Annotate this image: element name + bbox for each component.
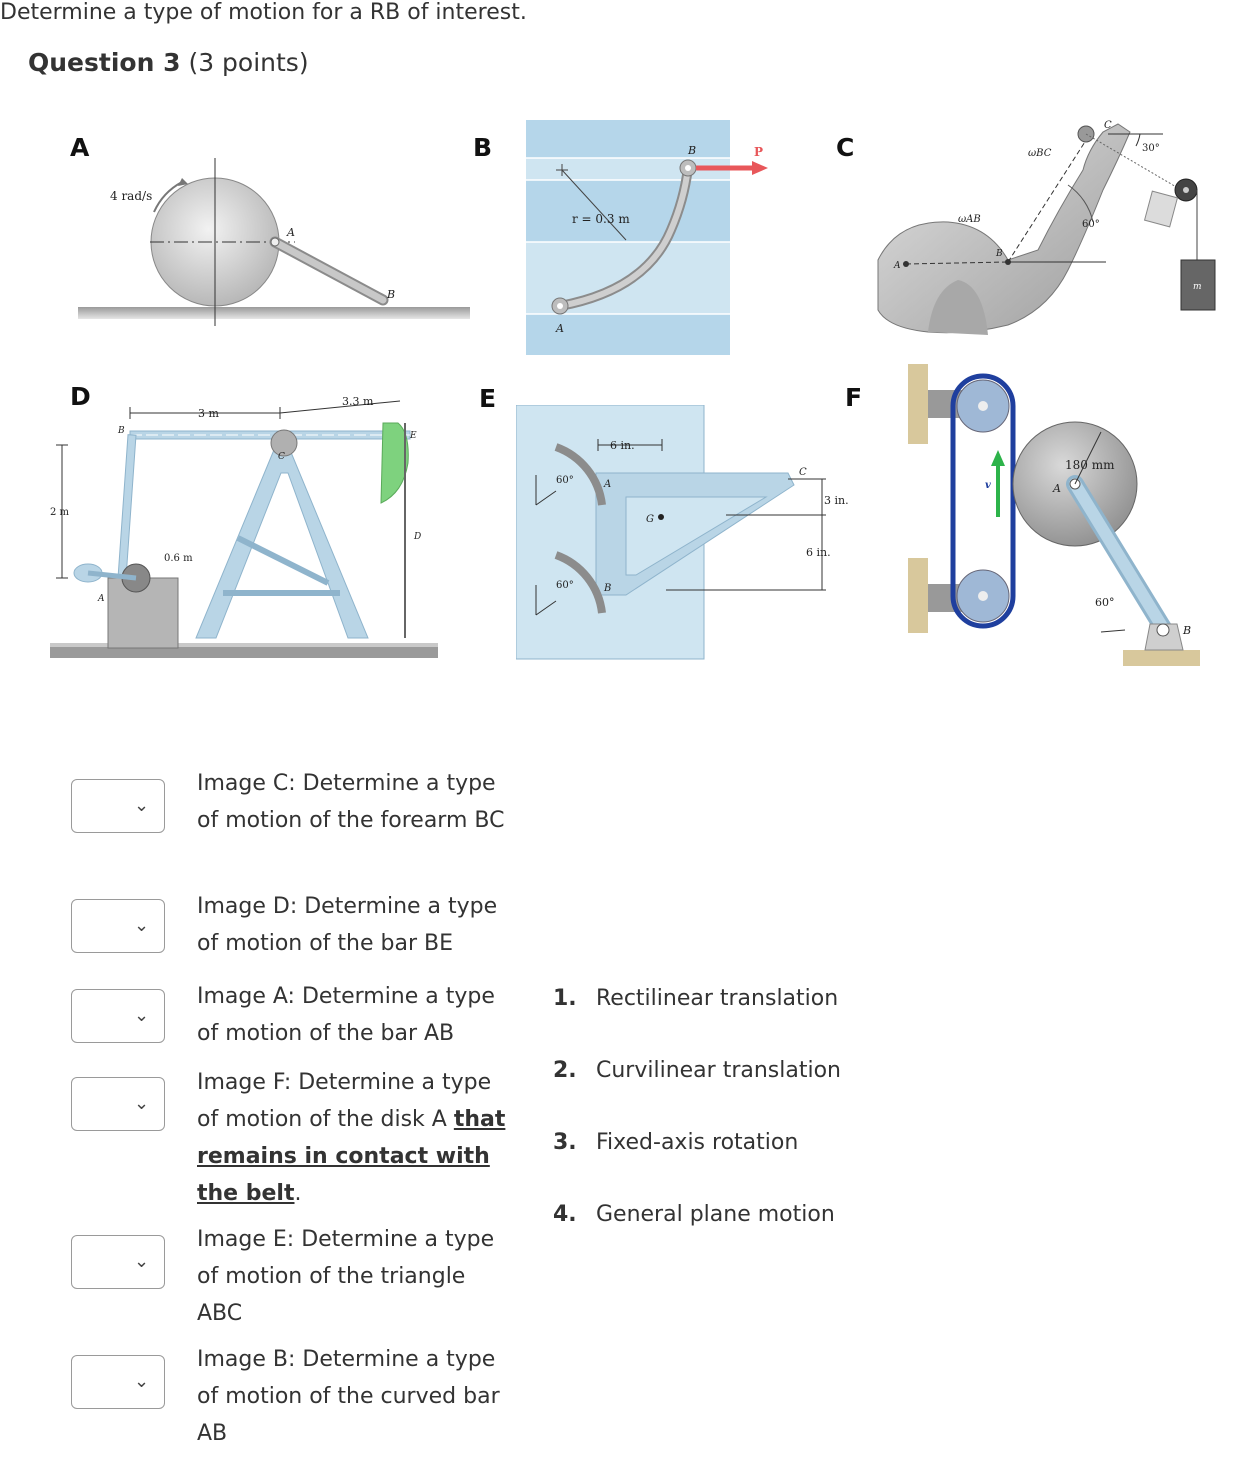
match-item-image-a: Image A: Determine a type of motion of t… (197, 984, 495, 1046)
panel-c-letter: C (836, 133, 855, 162)
angle-label: 60° (1095, 596, 1115, 609)
point-c-label: C (799, 467, 807, 478)
match-item-image-d: Image D: Determine a type of motion of t… (197, 894, 498, 956)
match-select-image-e[interactable]: ⌄ (71, 1235, 165, 1289)
wall-top (908, 364, 928, 444)
panel-a-letter: A (70, 133, 90, 162)
point-a-label: A (555, 322, 564, 335)
center-g (658, 514, 664, 520)
omega-bc-label: ωBC (1028, 148, 1052, 159)
panel-e-figure: 6 in. 3 in. 6 in. 60° 60° A B C G (516, 405, 849, 660)
bottom-slot (554, 551, 606, 614)
point-a-label: A (603, 479, 611, 490)
question-heading: Question 3 (3 points) (28, 48, 309, 77)
option-3: 3.Fixed-axis rotation (553, 1130, 799, 1155)
ground (50, 646, 438, 658)
mass-block (1180, 259, 1216, 311)
match-select-image-a[interactable]: ⌄ (71, 989, 165, 1043)
radius-label: 180 mm (1065, 458, 1115, 472)
point-d-label: D (413, 532, 421, 542)
point-g-label: G (646, 514, 654, 525)
point-b-label: B (603, 583, 611, 594)
chevron-down-icon: ⌄ (134, 1251, 150, 1272)
question-title: Question 3 (28, 48, 181, 77)
question-points: (3 points) (188, 48, 309, 77)
match-select-image-f[interactable]: ⌄ (71, 1077, 165, 1131)
chevron-down-icon: ⌄ (134, 1093, 150, 1114)
panel-d-letter: D (70, 382, 91, 411)
horse-head (380, 422, 409, 504)
mass-label: m (1193, 282, 1202, 292)
dim-6in-vertical-label: 6 in. (806, 546, 831, 559)
dim-2m-label: 2 m (50, 507, 70, 518)
radius-line (561, 169, 627, 241)
angle-top-label: 60° (556, 475, 574, 486)
cable (1085, 133, 1179, 189)
point-a-label: A (286, 226, 295, 239)
floor (1123, 650, 1200, 666)
chevron-down-icon: ⌄ (134, 1371, 150, 1392)
belt (950, 373, 1016, 629)
panel-b-letter: B (473, 133, 493, 162)
forearm-line (1007, 133, 1091, 263)
match-item-image-f: Image F: Determine a type of motion of t… (197, 1070, 506, 1206)
point-c-label: C (278, 452, 285, 462)
chevron-down-icon: ⌄ (134, 795, 150, 816)
top-slot (554, 443, 606, 506)
point-b-label: B (117, 426, 125, 436)
dim-3in-label: 3 in. (824, 494, 849, 507)
point-e-label: E (409, 431, 417, 441)
force-label: P (754, 145, 763, 159)
panel-e-letter: E (479, 384, 497, 413)
point-b-label: B (386, 288, 395, 301)
radius-label: r = 0.3 m (572, 212, 630, 226)
panel-f-letter: F (845, 383, 863, 412)
point-a-label: A (1052, 482, 1061, 495)
panel-b-figure: r = 0.3 m B P A (526, 120, 768, 355)
match-select-image-b[interactable]: ⌄ (71, 1355, 165, 1409)
samson-post (195, 444, 369, 639)
point-a-label: A (97, 594, 105, 604)
angle-30-label: 30° (1142, 143, 1160, 154)
velocity-label: v (985, 480, 991, 491)
option-2: 2.Curvilinear translation (553, 1058, 841, 1083)
dim-06m-label: 0.6 m (164, 553, 193, 564)
match-item-image-c: Image C: Determine a type of motion of t… (197, 771, 505, 833)
panel-a-figure: 4 rad/s A B (78, 158, 470, 326)
match-item-image-e: Image E: Determine a type of motion of t… (197, 1227, 495, 1326)
chevron-down-icon: ⌄ (134, 915, 150, 936)
pitman-arm (117, 434, 137, 586)
pin-a (270, 237, 280, 247)
wall-bottom (908, 558, 928, 633)
point-c-label: C (1104, 120, 1112, 131)
dim-33m-label: 3.3 m (342, 395, 374, 408)
question-prompt: Determine a type of motion for a RB of i… (0, 0, 527, 25)
angle-bottom-label: 60° (556, 580, 574, 591)
point-b-label: B (687, 144, 696, 157)
dim-3m-label: 3 m (198, 407, 219, 420)
ground (78, 307, 470, 319)
angle-60-label: 60° (1082, 219, 1100, 230)
panel-c-figure: ωBC ωAB 30° 60° C B A m (877, 120, 1216, 335)
option-4: 4.General plane motion (553, 1202, 835, 1227)
match-select-image-d[interactable]: ⌄ (71, 899, 165, 953)
omega-label: 4 rad/s (110, 189, 152, 203)
point-b-label: B (995, 249, 1003, 259)
panel-f-figure: 180 mm A B 60° v (908, 364, 1200, 666)
dim-6in-label: 6 in. (610, 439, 635, 452)
point-b-label: B (1182, 624, 1191, 637)
match-item-image-b: Image B: Determine a type of motion of t… (197, 1347, 500, 1446)
omega-ab-label: ωAB (958, 214, 981, 225)
chevron-down-icon: ⌄ (134, 1005, 150, 1026)
upper-arm-line (905, 261, 1009, 265)
option-1: 1.Rectilinear translation (553, 986, 839, 1011)
point-a-label: A (893, 261, 901, 271)
match-select-image-c[interactable]: ⌄ (71, 779, 165, 833)
panel-d-figure: 3 m 3.3 m 2 m 0.6 m B C E D A (50, 395, 438, 658)
pivot-c (270, 429, 298, 457)
